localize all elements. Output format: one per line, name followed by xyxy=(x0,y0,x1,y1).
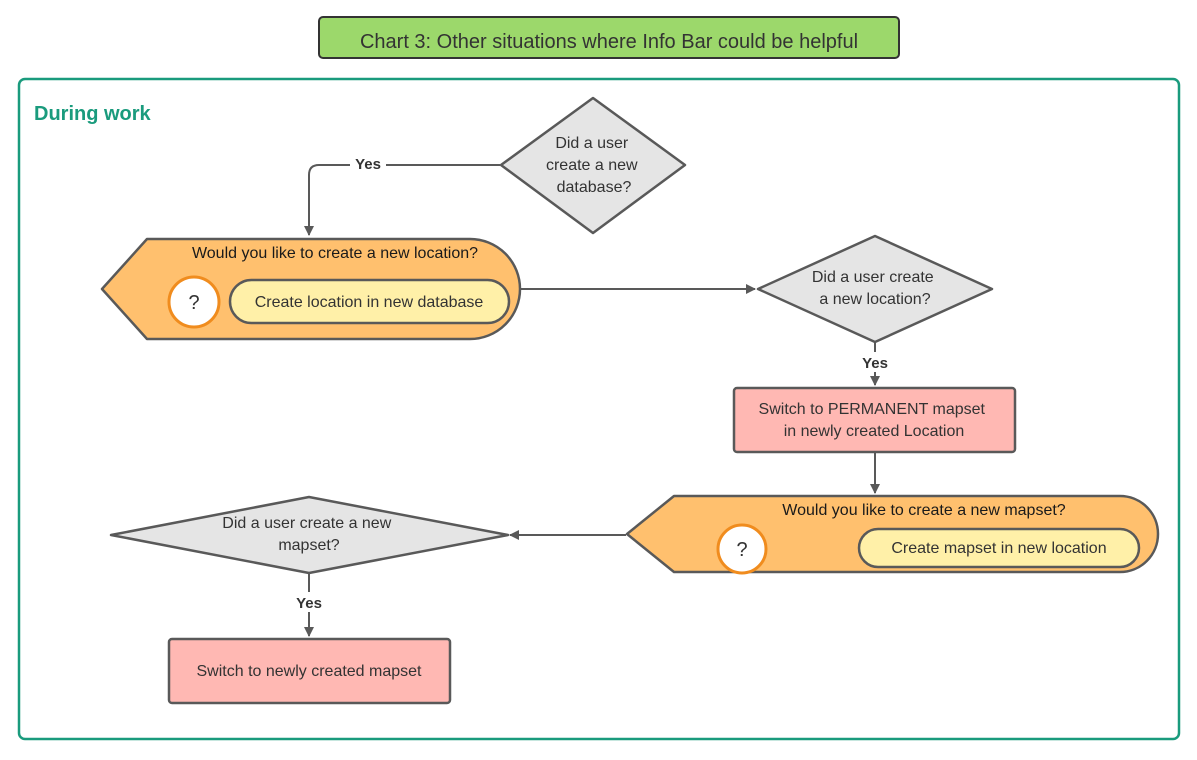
svg-text:Did a user create a new: Did a user create a new mapset? xyxy=(222,515,395,554)
decision-location-line: a new location? xyxy=(819,291,930,308)
section-frame xyxy=(17,77,1181,741)
create-mapset-button[interactable]: Create mapset in new location xyxy=(857,527,1141,569)
decision-mapset: Did a user create a new mapset? xyxy=(109,495,510,575)
svg-text:Switch to PERMANENT mapset: Switch to PERMANENT mapset in newly crea… xyxy=(759,401,990,440)
decision-mapset-line: Did a user create a new xyxy=(222,515,391,532)
svg-text:Did a user create a new: Did a user create a new location? xyxy=(812,269,938,308)
action-switch-mapset: Switch to newly created mapset xyxy=(167,637,452,705)
section-label: During work xyxy=(34,103,152,125)
question-mark-icon: ? xyxy=(736,539,747,561)
decision-location-line: Did a user create xyxy=(812,269,934,286)
decision-database-line: database? xyxy=(557,179,632,196)
action-permanent-line: Switch to PERMANENT mapset xyxy=(759,401,986,418)
action-switch-mapset-label: Switch to newly created mapset xyxy=(197,663,423,680)
action-permanent-line: in newly created Location xyxy=(784,423,965,440)
decision-database-line: Did a user xyxy=(555,135,629,152)
question-mark-icon: ? xyxy=(188,292,199,314)
yes-label-mapset: Yes xyxy=(296,595,322,612)
chart-title: Chart 3: Other situations where Info Bar… xyxy=(318,16,900,59)
action-switch-permanent: Switch to PERMANENT mapset in newly crea… xyxy=(732,386,1017,454)
create-location-button-label: Create location in new database xyxy=(255,294,484,311)
decision-database-line: create a new xyxy=(546,157,638,174)
connectors xyxy=(304,164,880,637)
help-button-location[interactable]: ? xyxy=(167,275,221,329)
infobar-mapset-prompt: Would you like to create a new mapset? xyxy=(782,502,1066,519)
yes-label-location: Yes xyxy=(862,355,888,372)
decision-database: Did a user create a new database? xyxy=(499,96,687,235)
infobar-location: Would you like to create a new location?… xyxy=(100,237,522,341)
edge-database-to-location-bar xyxy=(304,164,500,236)
decision-mapset-line: mapset? xyxy=(278,537,339,554)
yes-label-database: Yes xyxy=(355,156,381,173)
infobar-mapset: Would you like to create a new mapset? ?… xyxy=(625,494,1160,575)
create-location-button[interactable]: Create location in new database xyxy=(228,278,511,325)
create-mapset-button-label: Create mapset in new location xyxy=(891,540,1106,557)
chart-title-text: Chart 3: Other situations where Info Bar… xyxy=(360,31,858,53)
help-button-mapset[interactable]: ? xyxy=(716,523,768,575)
infobar-location-prompt: Would you like to create a new location? xyxy=(192,245,478,262)
svg-text:Did a user create a new: Did a user create a new database? xyxy=(546,135,642,196)
decision-location: Did a user create a new location? xyxy=(756,234,994,344)
